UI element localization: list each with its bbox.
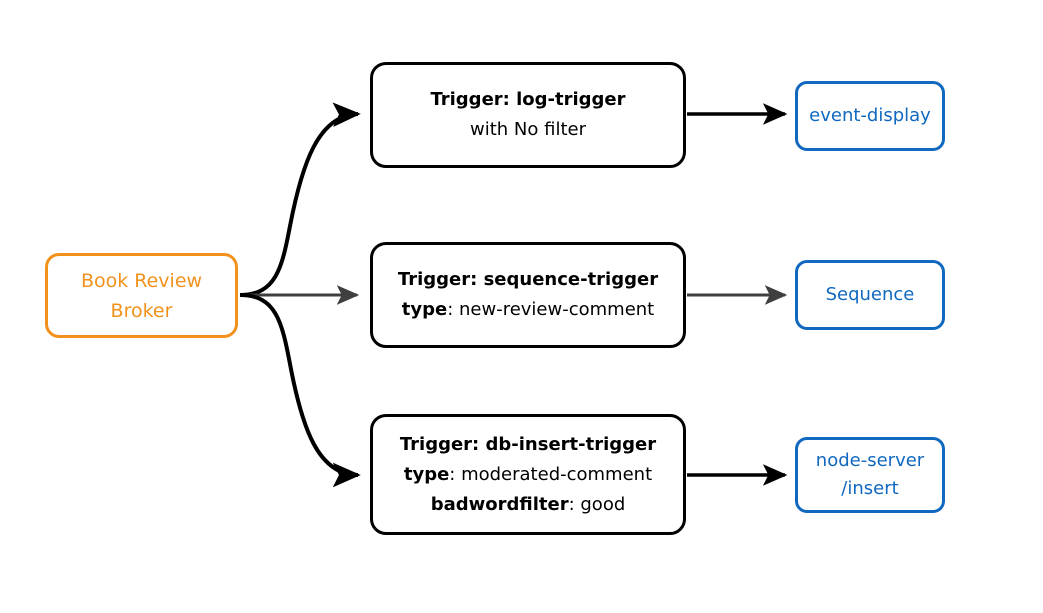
trigger-log-trigger-line-1: Trigger: log-trigger bbox=[430, 89, 626, 110]
node-target-node-server-insert[interactable]: node-server /insert bbox=[795, 437, 945, 513]
node-target-sequence[interactable]: Sequence bbox=[795, 260, 945, 330]
target-node-server-label-line-1: node-server bbox=[815, 450, 925, 471]
trigger-sequence-trigger-line-2-key: type bbox=[401, 299, 448, 320]
node-target-event-display[interactable]: event-display bbox=[795, 81, 945, 151]
trigger-sequence-trigger-line-2: type: new-review-comment bbox=[402, 295, 654, 325]
trigger-db-insert-trigger-line-3-key: badwordfilter bbox=[430, 493, 569, 515]
trigger-log-trigger-line-2: with No filter bbox=[470, 115, 586, 145]
broker-label-line-2: Broker bbox=[110, 299, 173, 322]
target-node-server-label-line-2: /insert bbox=[841, 478, 899, 499]
broker-label-line-1: Book Review bbox=[80, 269, 203, 292]
node-trigger-sequence-trigger[interactable]: Trigger: sequence-trigger type: new-revi… bbox=[370, 242, 686, 348]
trigger-sequence-trigger-line-1: Trigger: sequence-trigger bbox=[397, 269, 659, 290]
node-trigger-log-trigger[interactable]: Trigger: log-trigger with No filter bbox=[370, 62, 686, 168]
trigger-db-insert-trigger-line-3-value: : good bbox=[568, 493, 626, 515]
edge-broker-to-db-insert-trigger bbox=[239, 293, 361, 488]
trigger-sequence-trigger-line-2-value: : new-review-comment bbox=[447, 299, 655, 320]
trigger-db-insert-trigger-line-2-value: : moderated-comment bbox=[449, 463, 653, 485]
trigger-log-trigger-line-2-value: with No filter bbox=[470, 119, 586, 140]
node-book-review-broker[interactable]: Book Review Broker bbox=[45, 253, 238, 338]
target-event-display-label: event-display bbox=[809, 105, 931, 126]
trigger-db-insert-trigger-line-2-key: type bbox=[403, 463, 450, 485]
trigger-db-insert-trigger-line-3: badwordfilter: good bbox=[431, 490, 626, 520]
node-trigger-db-insert-trigger[interactable]: Trigger: db-insert-trigger type: moderat… bbox=[370, 414, 686, 535]
trigger-db-insert-trigger-line-2: type: moderated-comment bbox=[404, 460, 652, 490]
target-sequence-label: Sequence bbox=[825, 284, 915, 305]
edge-broker-to-log-trigger bbox=[239, 102, 361, 297]
trigger-db-insert-trigger-line-1: Trigger: db-insert-trigger bbox=[399, 433, 657, 455]
